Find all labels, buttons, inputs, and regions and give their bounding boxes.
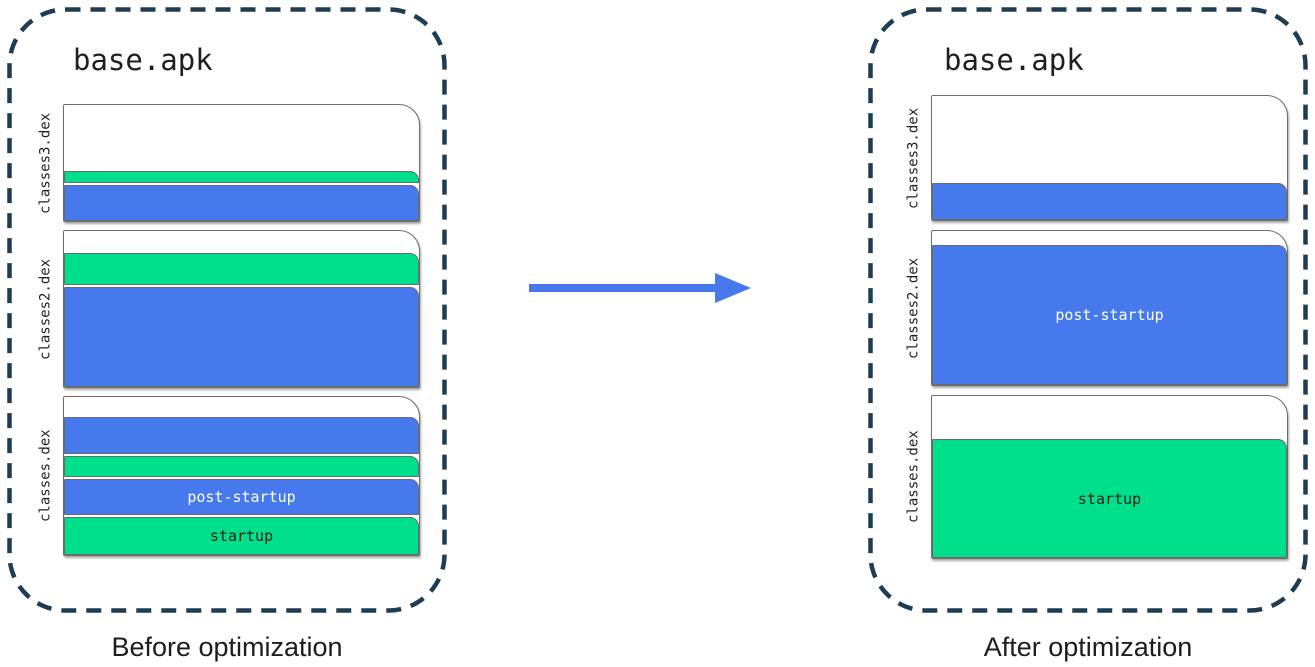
segment-label: post-startup	[187, 488, 296, 506]
segment-post-startup: post-startup	[932, 245, 1287, 385]
dex-file-name: classes2.dex	[905, 257, 922, 359]
after-panel: base.apk classes3.dex classes2.dex post-st…	[868, 7, 1308, 613]
segment-blue	[932, 183, 1287, 220]
segment-label: startup	[209, 527, 274, 545]
before-caption: Before optimization	[111, 632, 343, 662]
apk-title: base.apk	[944, 43, 1084, 77]
segment-startup: startup	[64, 517, 419, 555]
after-caption: After optimization	[983, 632, 1193, 662]
dex-file-row: classes.dex post-startup startup	[28, 396, 420, 556]
dex-file-row: classes3.dex	[28, 104, 420, 222]
dex-file-sheet	[931, 95, 1288, 221]
segment-white	[932, 231, 1287, 243]
arrow-shaft	[529, 284, 717, 292]
dex-file-name: classes.dex	[37, 429, 54, 523]
segment-label: post-startup	[1055, 306, 1164, 324]
dex-file-row: classes.dex startup	[896, 395, 1288, 559]
arrow-head-icon	[715, 273, 751, 303]
segment-post-startup: post-startup	[64, 479, 419, 515]
segment-label: startup	[1077, 489, 1142, 508]
segment-white	[64, 397, 419, 415]
segment-blue	[64, 417, 419, 454]
apk-title: base.apk	[73, 43, 213, 77]
before-to-after-arrow	[529, 273, 751, 303]
dex-file-sheet: post-startup startup	[63, 396, 420, 556]
segment-green	[64, 456, 419, 477]
dex-file-sheet	[63, 104, 420, 222]
segment-blue	[64, 185, 419, 221]
dex-file-sheet: startup	[931, 395, 1288, 559]
dex-file-sheet	[63, 230, 420, 388]
dex-file-name: classes2.dex	[37, 258, 54, 360]
segment-white	[932, 96, 1287, 181]
segment-white	[932, 396, 1287, 437]
segment-green	[64, 253, 419, 285]
segment-white	[64, 105, 419, 169]
segment-white	[64, 231, 419, 251]
dex-file-name: classes3.dex	[905, 107, 922, 209]
dex-file-name: classes.dex	[905, 430, 922, 524]
file-stack: classes3.dex classes2.dex classes.dex post-…	[28, 104, 420, 556]
segment-startup: startup	[932, 439, 1287, 558]
dex-file-name: classes3.dex	[37, 112, 54, 214]
segment-blue	[64, 287, 419, 387]
segment-green	[64, 171, 419, 183]
dex-file-row: classes2.dex post-startup	[896, 230, 1288, 386]
dex-file-row: classes3.dex	[896, 95, 1288, 221]
dex-file-sheet: post-startup	[931, 230, 1288, 386]
dex-file-row: classes2.dex	[28, 230, 420, 388]
